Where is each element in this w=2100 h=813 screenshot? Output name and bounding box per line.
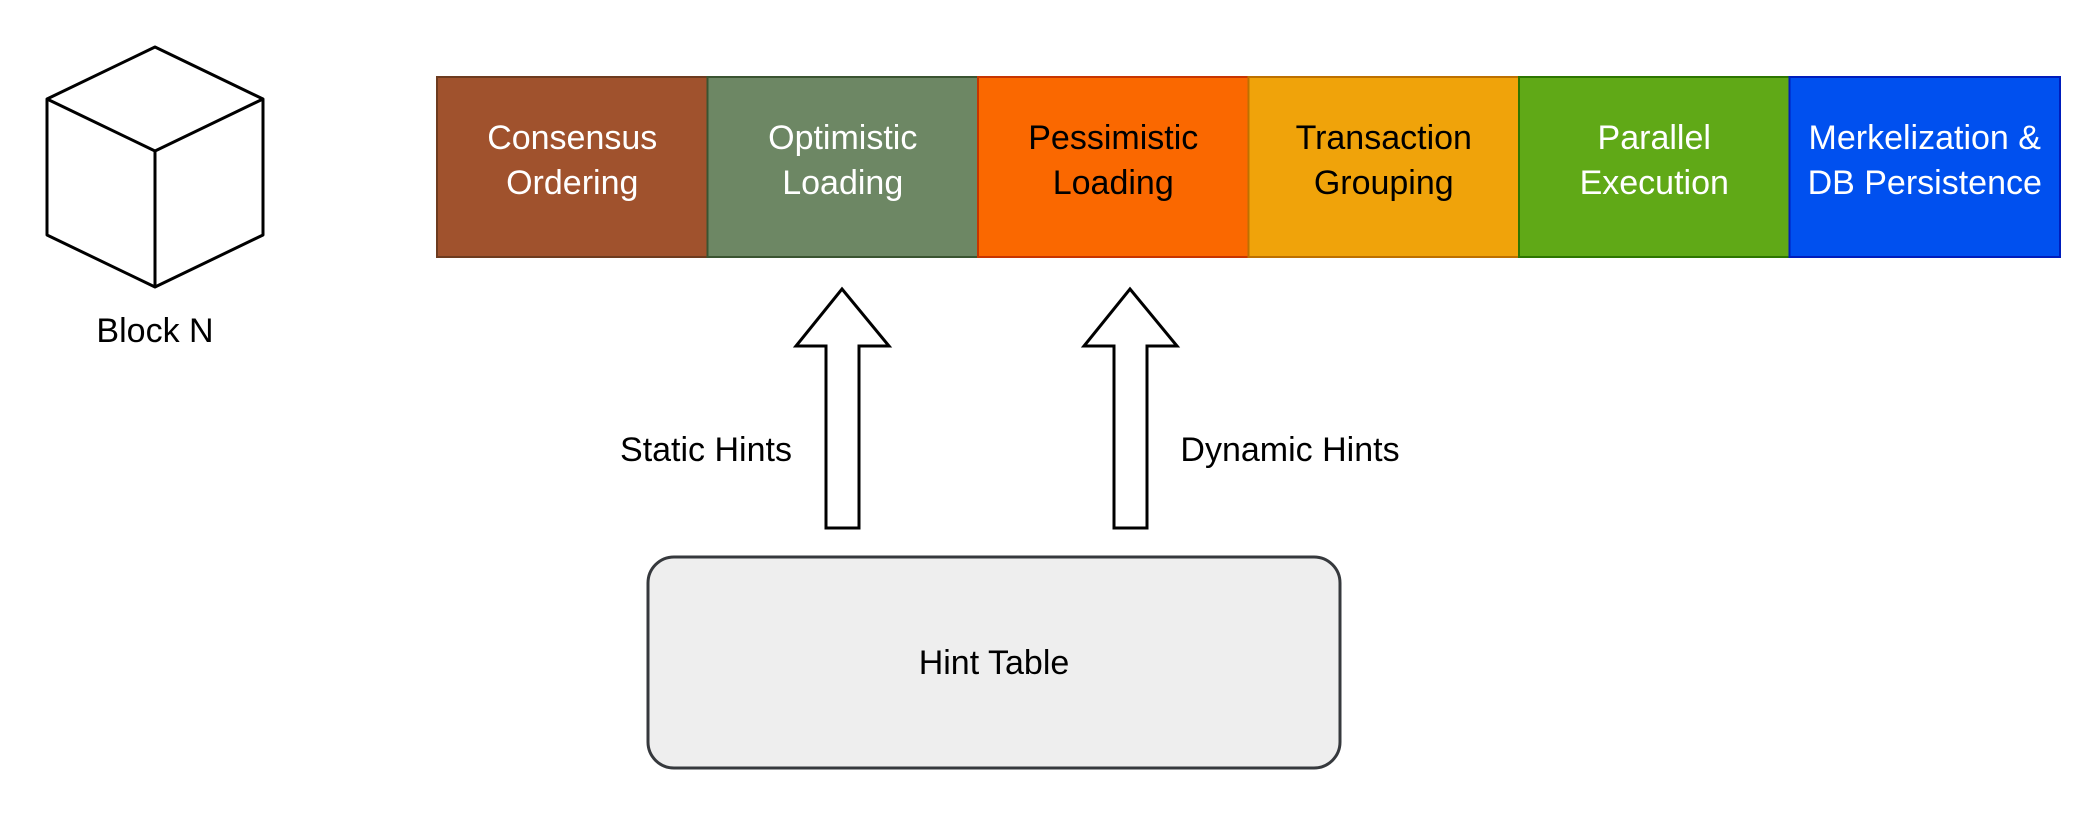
arrow-up-icon xyxy=(1080,286,1181,530)
stage-box xyxy=(436,76,709,258)
stage-label-line-1: Transaction xyxy=(1296,119,1472,157)
stage-label-line-2: Loading xyxy=(1053,164,1174,202)
stage-box xyxy=(1247,76,1520,258)
block-label: Block N xyxy=(96,312,213,350)
stage-box xyxy=(1518,76,1791,258)
arrow-up-icon xyxy=(792,286,893,530)
stage-box xyxy=(977,76,1250,258)
dynamic-hints-arrow xyxy=(1080,286,1181,530)
stage-label-line-2: Ordering xyxy=(506,164,638,202)
static-hints-label: Static Hints xyxy=(620,431,792,469)
static-hints-arrow xyxy=(792,286,893,530)
stage-box xyxy=(706,76,979,258)
stage-label-line-2: Grouping xyxy=(1314,164,1454,202)
hint-table-box xyxy=(646,555,1342,770)
pipeline-stage: Merkelization & DB Persistence xyxy=(1788,76,2061,258)
stage-label-line-2: Execution xyxy=(1580,164,1729,202)
pipeline-stages: ConsensusOrderingOptimisticLoadingPessim… xyxy=(436,76,2061,258)
stage-label-line-2: Loading xyxy=(782,164,903,202)
stage-label-line-2: DB Persistence xyxy=(1808,164,2042,202)
stage-label-line-1: Consensus xyxy=(487,119,657,157)
stage-label-line-1: Parallel xyxy=(1598,119,1711,157)
stage-label-line-1: Merkelization & xyxy=(1809,119,2042,157)
hint-table-label: Hint Table xyxy=(919,644,1070,682)
stage-label-line-1: Pessimistic xyxy=(1028,119,1198,157)
stage-box xyxy=(1788,76,2061,258)
dynamic-hints-label: Dynamic Hints xyxy=(1180,431,1399,469)
cube-icon xyxy=(45,45,265,289)
stage-label-line-1: Optimistic xyxy=(768,119,917,157)
